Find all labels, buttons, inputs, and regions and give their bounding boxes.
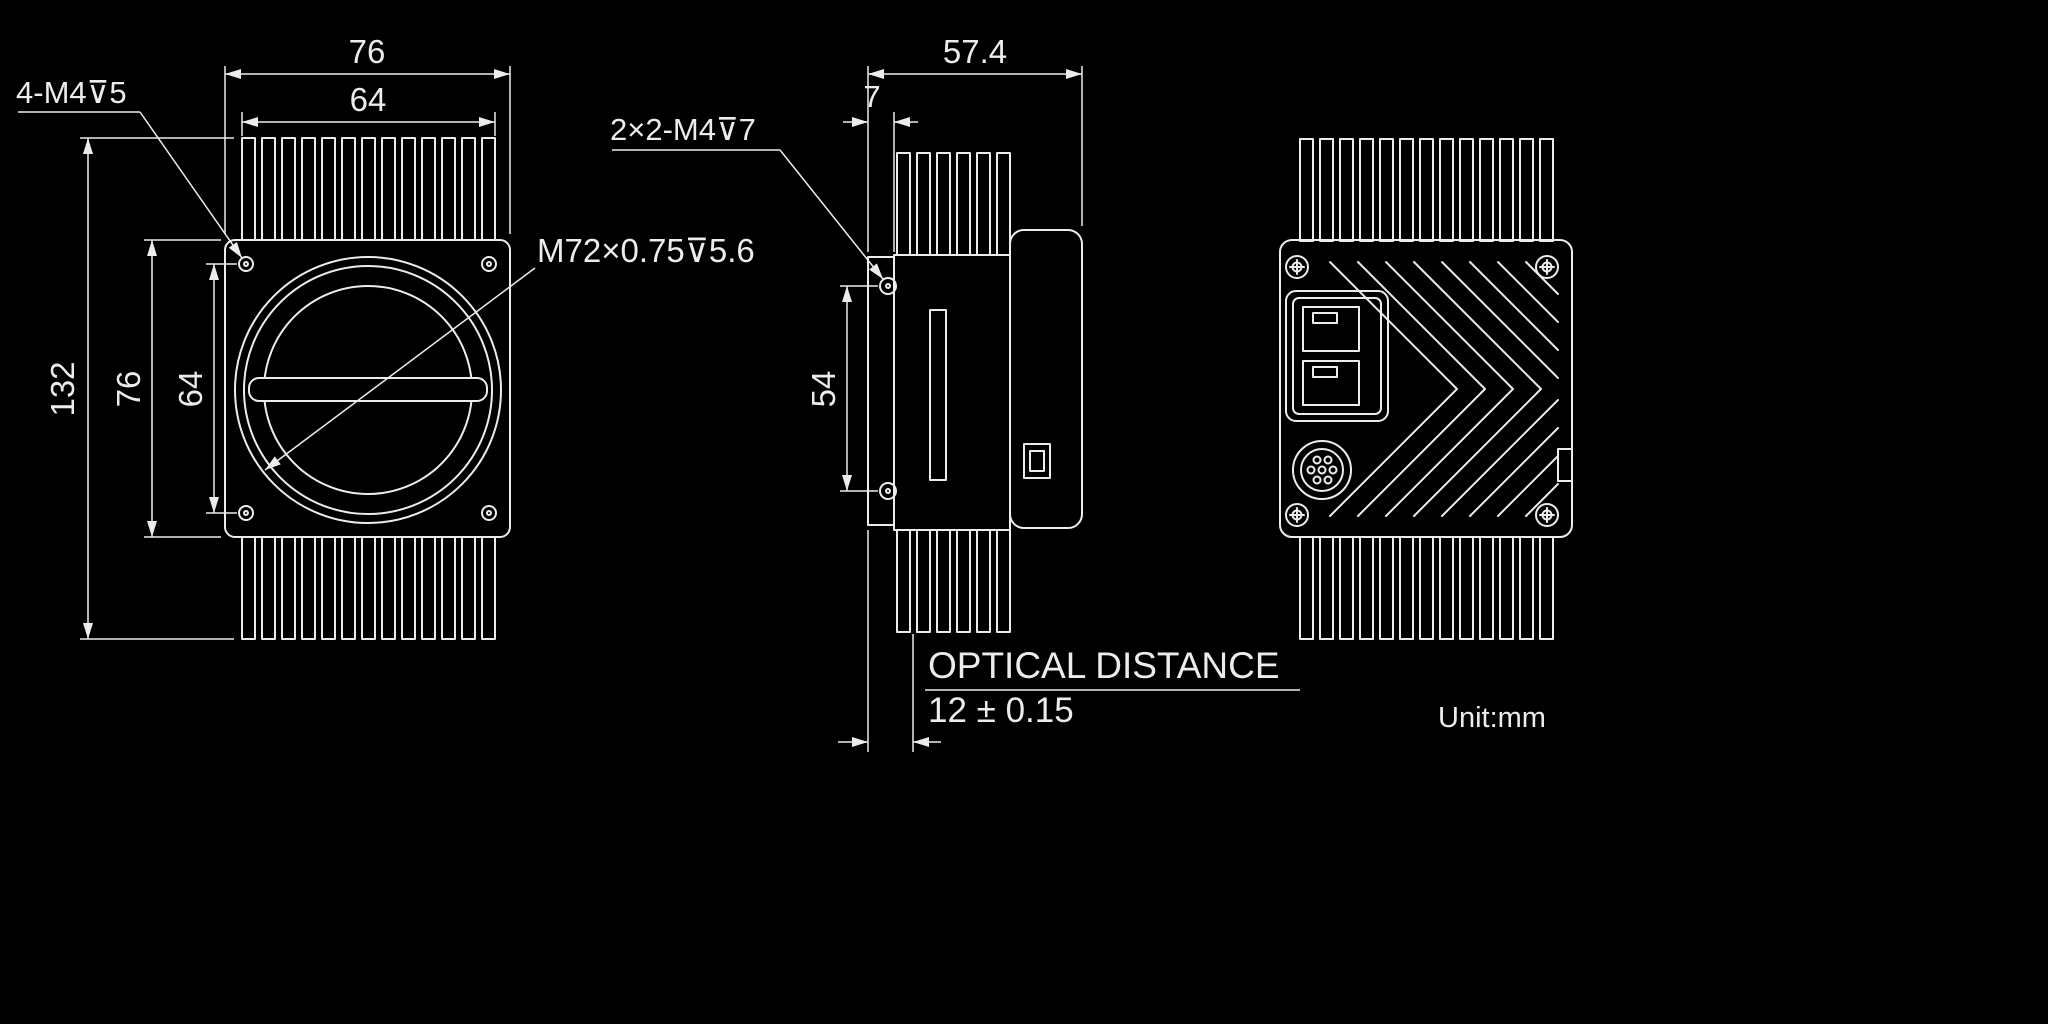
front-corner-screw-holes <box>238 256 497 521</box>
dim-side-front-plate: 7 <box>863 79 880 114</box>
front-view-arrowheads <box>83 69 510 639</box>
side-back-block <box>1009 229 1083 529</box>
back-bottom-heatsink-fins <box>1299 536 1554 640</box>
dim-front-width-inner: 64 <box>350 81 387 118</box>
label-optical-distance: OPTICAL DISTANCE <box>928 645 1280 686</box>
dim-side-hole-spacing: 54 <box>805 371 842 408</box>
dim-front-width-outer: 76 <box>349 33 386 70</box>
ethernet-port-2 <box>1302 360 1360 406</box>
ethernet-port-1 <box>1302 306 1360 352</box>
dim-side-depth: 57.4 <box>943 33 1007 70</box>
front-bottom-heatsink-fins <box>241 536 496 640</box>
lens-mount <box>234 256 502 524</box>
back-top-heatsink-fins <box>1299 138 1554 242</box>
side-top-heatsink-fins <box>896 152 1011 256</box>
side-bottom-heatsink-fins <box>896 529 1011 633</box>
dim-front-height-overall: 132 <box>44 361 81 416</box>
front-view-dimension-lines <box>18 66 536 640</box>
lens-clamp-bar <box>248 377 488 402</box>
back-connector-block <box>1285 290 1389 422</box>
side-latch-detail <box>1023 443 1051 479</box>
dim-front-hole-spacing: 64 <box>172 371 209 408</box>
dim-optical-distance: 12 ± 0.15 <box>928 691 1074 730</box>
side-screw-holes <box>879 277 897 500</box>
side-mid-body <box>893 254 1011 531</box>
side-latch-inner <box>1029 450 1045 472</box>
label-lens-thread: M72×0.75⊽5.6 <box>537 232 755 269</box>
drawing-labels: 76 64 132 76 64 4-M4⊽5 M72×0.75⊽5.6 57.4… <box>16 33 1546 734</box>
label-side-holes: 2×2-M4⊽7 <box>610 112 756 147</box>
back-circular-connector <box>1292 440 1352 500</box>
back-chevron-fins <box>1329 261 1559 517</box>
front-view-object <box>224 137 511 640</box>
label-corner-holes: 4-M4⊽5 <box>16 75 127 110</box>
unit-note: Unit:mm <box>1438 702 1546 734</box>
back-body <box>1279 239 1573 538</box>
front-top-heatsink-fins <box>241 137 496 241</box>
back-corner-screws <box>1285 255 1559 527</box>
dim-front-height-body: 76 <box>110 371 147 408</box>
back-latch-detail <box>1557 448 1573 482</box>
side-slot-detail <box>929 309 947 481</box>
back-view-object <box>1279 138 1573 640</box>
side-view-object <box>867 152 1083 633</box>
side-front-plate <box>867 256 895 526</box>
side-view-dimension-lines <box>612 66 1300 752</box>
